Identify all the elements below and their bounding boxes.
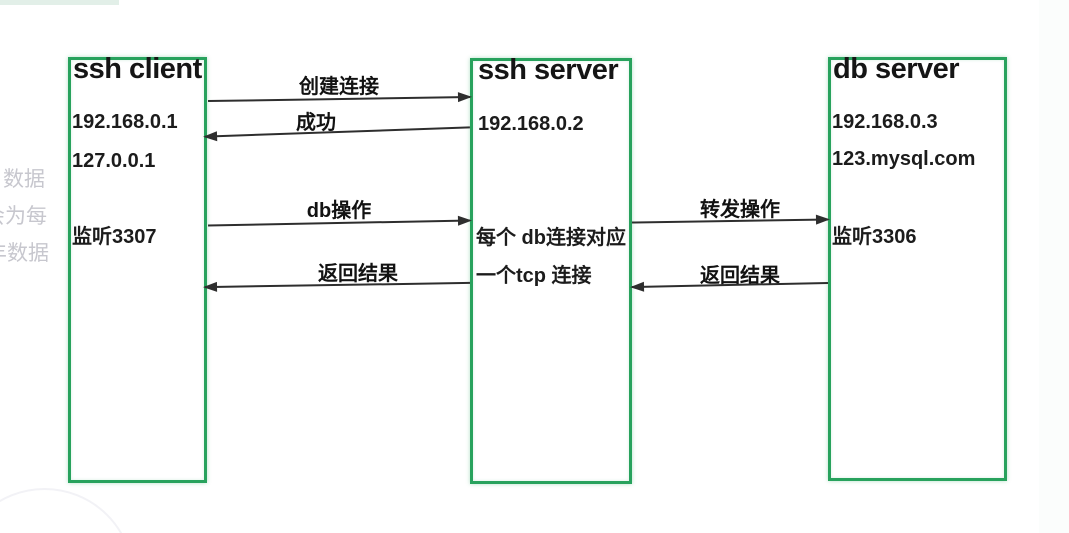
node-detail-line: 192.168.0.2	[478, 113, 584, 135]
watermark-fragment: 丰数据	[0, 242, 49, 265]
arrowhead-left-icon	[202, 281, 218, 293]
arrow-label-create-connection: 创建连接	[299, 76, 379, 98]
node-detail-line: 监听3307	[72, 226, 157, 248]
node-detail-line: 127.0.0.1	[72, 150, 156, 172]
node-db-server: db server 192.168.0.3 123.mysql.com 监听33…	[828, 53, 1007, 481]
arrowhead-left-icon	[202, 131, 218, 142]
node-ssh-client: ssh client 192.168.0.1 127.0.0.1 监听3307	[68, 53, 207, 483]
arrow-label-return-result-right: 返回结果	[700, 265, 780, 287]
arrow-label-db-operation: db操作	[306, 200, 372, 222]
arrow-label-forward-operation: 转发操作	[700, 199, 780, 221]
arrowhead-left-icon	[629, 281, 645, 293]
arrow-label-success: 成功	[296, 112, 336, 134]
arrowhead-right-icon	[457, 215, 473, 226]
corner-arc-artifact	[0, 488, 134, 533]
node-detail-line: 192.168.0.1	[72, 111, 178, 133]
node-ssh-server: ssh server 192.168.0.2 每个 db连接对应 一个tcp 连…	[470, 54, 632, 484]
arrowhead-right-icon	[815, 214, 831, 225]
arrow-label-return-result-left: 返回结果	[318, 263, 398, 285]
node-title: db server	[833, 53, 960, 85]
node-detail-line: 123.mysql.com	[832, 148, 976, 170]
node-detail-line: 192.168.0.3	[832, 111, 938, 133]
node-detail-line: 监听3306	[832, 226, 917, 248]
right-edge-artifact	[1039, 0, 1069, 533]
node-title: ssh server	[478, 54, 619, 86]
node-title: ssh client	[73, 53, 202, 85]
watermark-fragment: 会为每	[0, 205, 47, 228]
watermark-fragment: 数据	[3, 168, 45, 191]
node-detail-line: 每个 db连接对应	[476, 227, 626, 249]
top-edge-artifact	[0, 0, 119, 5]
node-detail-line: 一个tcp 连接	[476, 265, 592, 287]
arrowhead-right-icon	[457, 91, 473, 103]
